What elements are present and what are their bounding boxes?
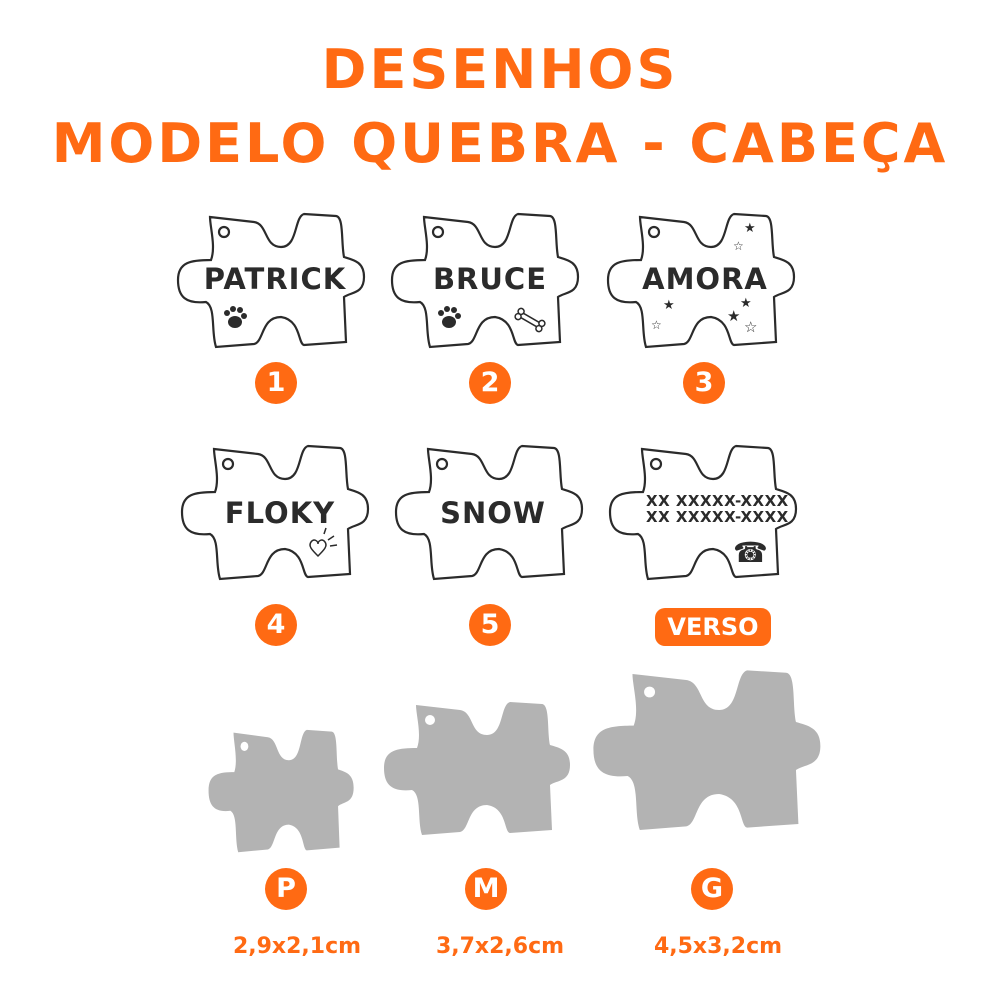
size-dimensions-p: 2,9x2,1cm <box>232 934 362 959</box>
back-phone-line-2: XX XXXXX-XXXX <box>646 508 789 526</box>
blank-piece-large <box>593 670 821 830</box>
puzzle-piece-5 <box>394 444 584 581</box>
star-icon: ★ <box>663 298 675 313</box>
puzzle-piece-3 <box>606 212 796 349</box>
design-name-3: AMORA <box>642 262 768 296</box>
size-badge-m: M <box>465 868 507 910</box>
star-icon: ☆ <box>744 318 758 336</box>
paw-icon <box>438 306 461 328</box>
puzzle-piece-4 <box>180 444 370 581</box>
keyring-hole <box>649 457 663 471</box>
size-dimensions-g: 4,5x3,2cm <box>653 934 783 959</box>
design-number-badge-5: 5 <box>469 604 511 646</box>
keyring-hole <box>435 457 449 471</box>
telephone-icon: ☎ <box>733 536 768 569</box>
star-icon: ☆ <box>651 318 662 332</box>
paw-icon <box>224 306 247 328</box>
design-name-4: FLOKY <box>224 496 336 530</box>
heart-icon <box>309 527 338 558</box>
design-number-badge-4: 4 <box>255 604 297 646</box>
keyring-hole <box>240 741 249 751</box>
keyring-hole <box>431 225 445 239</box>
keyring-hole <box>221 457 235 471</box>
size-dimensions-m: 3,7x2,6cm <box>435 934 565 959</box>
star-icon: ☆ <box>733 239 744 253</box>
design-name-5: SNOW <box>440 496 546 530</box>
star-icon: ★ <box>740 296 752 311</box>
keyring-hole <box>647 225 661 239</box>
puzzle-piece-back <box>608 444 798 581</box>
size-badge-p: P <box>265 868 307 910</box>
puzzle-piece-1 <box>176 212 366 349</box>
size-badge-g: G <box>691 868 733 910</box>
title-line-2: MODELO QUEBRA - CABEÇA <box>51 112 949 175</box>
keyring-hole <box>217 225 231 239</box>
design-number-badge-2: 2 <box>469 362 511 404</box>
blank-piece-medium <box>384 702 570 835</box>
design-name-1: PATRICK <box>203 262 347 296</box>
blank-piece-small <box>208 729 354 853</box>
design-number-badge-3: 3 <box>683 362 725 404</box>
title-line-1: DESENHOS <box>321 38 679 101</box>
design-name-2: BRUCE <box>432 262 548 296</box>
design-number-badge-1: 1 <box>255 362 297 404</box>
bone-icon <box>514 307 546 333</box>
star-icon: ★ <box>727 307 741 325</box>
back-label-badge: VERSO <box>655 608 771 646</box>
keyring-hole <box>644 686 656 698</box>
keyring-hole <box>425 715 435 725</box>
star-icon: ★ <box>744 221 756 236</box>
puzzle-piece-2 <box>390 212 580 349</box>
back-phone-line-1: XX XXXXX-XXXX <box>646 492 789 510</box>
